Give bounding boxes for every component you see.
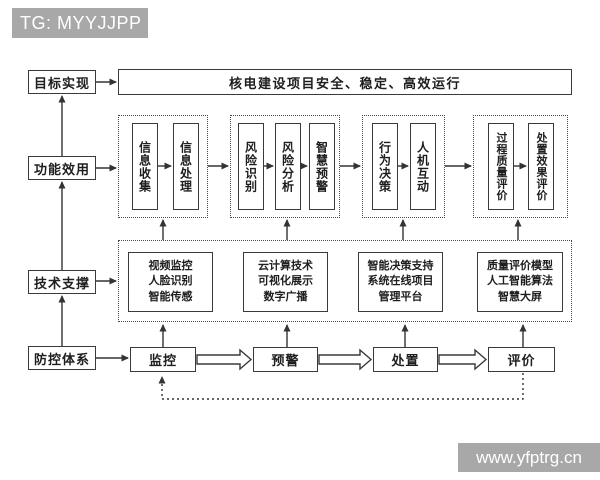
risk-identify-box: 风险识别 [238, 123, 264, 210]
tech-box-sensing-line3: 智能传感 [148, 290, 193, 303]
tech-box-cloud-line3: 数字广播 [263, 290, 308, 303]
function-group-info [118, 115, 208, 218]
tech-box-ai-line2: 人工智能算法 [487, 275, 553, 288]
goal-label: 目标实现 [33, 75, 90, 91]
tech-box-ai-line1: 质量评价模型 [487, 259, 553, 272]
block-arrows-group [196, 348, 488, 371]
tech-container [118, 240, 572, 322]
step-monitor-box: 监控 [130, 347, 196, 372]
tech-box-ai-line3: 智慧大屏 [498, 290, 542, 303]
info-collect-box: 信息收集 [132, 123, 158, 210]
tech-box-ai-screen: 质量评价模型 人工智能算法 智慧大屏 [477, 252, 563, 312]
tech-box-cloud-line2: 可视化展示 [258, 275, 313, 288]
page-tag-bar: TG: MYYJJPP [12, 8, 148, 38]
smart-warning-box: 智慧预警 [309, 123, 335, 210]
step-evaluate-box: 评价 [488, 347, 555, 372]
behavior-decision-box: 行为决策 [372, 123, 398, 210]
top-banner-text: 核电建设项目安全、稳定、高效运行 [228, 75, 461, 91]
function-box: 功能效用 [28, 156, 96, 180]
function-group-risk [230, 115, 340, 218]
tech-box-cloud-line1: 云计算技术 [258, 259, 313, 272]
step-warning-box: 预警 [253, 347, 318, 372]
risk-analyze-box: 风险分析 [275, 123, 301, 210]
top-banner: 核电建设项目安全、稳定、高效运行 [118, 69, 572, 95]
feedback-loop [158, 373, 524, 400]
tech-support-box: 技术支撑 [28, 270, 96, 294]
tech-box-decision-line1: 智能决策支持 [367, 259, 434, 272]
tech-box-cloud: 云计算技术 可视化展示 数字广播 [243, 252, 328, 312]
disposal-effect-eval-box: 处置效果评价 [528, 123, 554, 210]
prevention-label: 防控体系 [33, 351, 90, 367]
goal-box: 目标实现 [28, 70, 96, 94]
watermark-bar: www.yfptrg.cn [458, 443, 600, 472]
prevention-box: 防控体系 [28, 346, 96, 370]
function-group-evaluation [473, 115, 568, 218]
step-disposal-box: 处置 [373, 347, 438, 372]
human-machine-box: 人机互动 [410, 123, 436, 210]
tech-box-decision-line2: 系统在线项目 [367, 275, 434, 288]
tech-box-sensing: 视频监控 人脸识别 智能传感 [128, 252, 213, 312]
tech-box-decision-line3: 管理平台 [378, 290, 423, 303]
tech-support-label: 技术支撑 [33, 275, 90, 291]
tech-box-decision-platform: 智能决策支持 系统在线项目 管理平台 [358, 252, 443, 312]
process-quality-eval-box: 过程质量评价 [488, 123, 514, 210]
function-label: 功能效用 [33, 161, 90, 177]
info-process-box: 信息处理 [173, 123, 199, 210]
function-group-decision [362, 115, 445, 218]
watermark-text: www.yfptrg.cn [476, 447, 582, 467]
tech-box-sensing-line2: 人脸识别 [148, 275, 193, 288]
page-tag-text: TG: MYYJJPP [20, 12, 142, 33]
tech-box-sensing-line1: 视频监控 [148, 259, 193, 272]
